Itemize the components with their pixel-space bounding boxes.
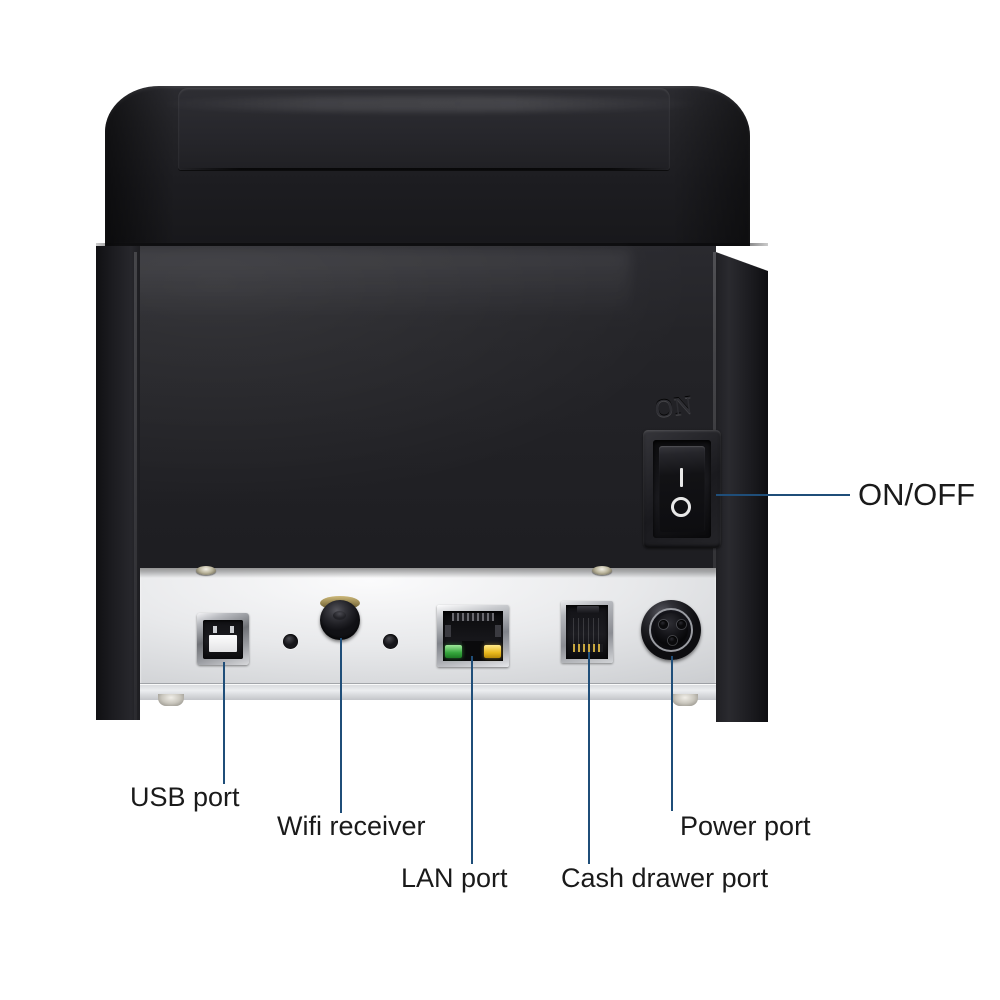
paper-cover-panel[interactable]: [178, 88, 670, 170]
port-panel-top-shadow: [140, 568, 716, 578]
rj11-guide-rails: [573, 618, 603, 644]
callout-leader-wifi: [340, 638, 342, 813]
rj45-contacts: [452, 613, 494, 621]
lid-body-seam: [96, 243, 768, 246]
lid-panel-seam: [180, 168, 668, 170]
rj45-clip-left: [445, 625, 451, 637]
din-pin-2: [677, 620, 686, 629]
usb-b-white-insert: [209, 635, 237, 652]
panel-screw-right: [592, 566, 612, 575]
callout-label-onoff: ON/OFF: [858, 477, 976, 512]
body-right-pillar: [716, 246, 768, 722]
callout-label-usb: USB port: [130, 782, 240, 812]
rj45-activity-led-amber: [484, 645, 501, 658]
rj11-clip-slot: [577, 606, 599, 613]
body-left-pillar: [96, 246, 140, 720]
wifi-antenna-connector[interactable]: [320, 600, 360, 640]
switch-on-marking-icon: [680, 468, 683, 487]
callout-label-cash: Cash drawer port: [561, 863, 769, 893]
lid-highlight: [150, 96, 710, 112]
rj45-clip-right: [495, 625, 501, 637]
panel-hole-right: [383, 634, 398, 649]
body-left-bevel: [134, 252, 137, 720]
callout-label-lan: LAN port: [401, 863, 508, 893]
body-right-corner-taper: [716, 246, 768, 292]
din-pin-3: [668, 636, 677, 645]
wifi-antenna-center-pin: [333, 611, 346, 620]
port-panel-base: [140, 684, 716, 700]
usb-pin-left: [213, 626, 217, 633]
callout-leader-lan: [471, 656, 473, 864]
callout-label-power: Power port: [680, 811, 811, 841]
usb-pin-right: [230, 626, 234, 633]
callout-leader-power: [671, 656, 673, 811]
callout-leader-usb: [223, 662, 225, 784]
callout-leader-cash: [588, 652, 590, 864]
printer-foot-right: [672, 694, 698, 706]
rj45-link-led-green: [445, 645, 462, 658]
rj11-gold-contacts: [573, 644, 603, 652]
switch-off-marking-icon: [671, 497, 691, 517]
din-pin-1: [659, 620, 668, 629]
rj45-keyway: [462, 641, 484, 661]
printer-foot-left: [158, 694, 184, 706]
power-rocker-switch[interactable]: [659, 446, 705, 532]
panel-screw-left: [196, 566, 216, 575]
panel-hole-left: [283, 634, 298, 649]
callout-label-wifi: Wifi receiver: [277, 811, 426, 841]
callout-leader-onoff: [716, 494, 850, 496]
